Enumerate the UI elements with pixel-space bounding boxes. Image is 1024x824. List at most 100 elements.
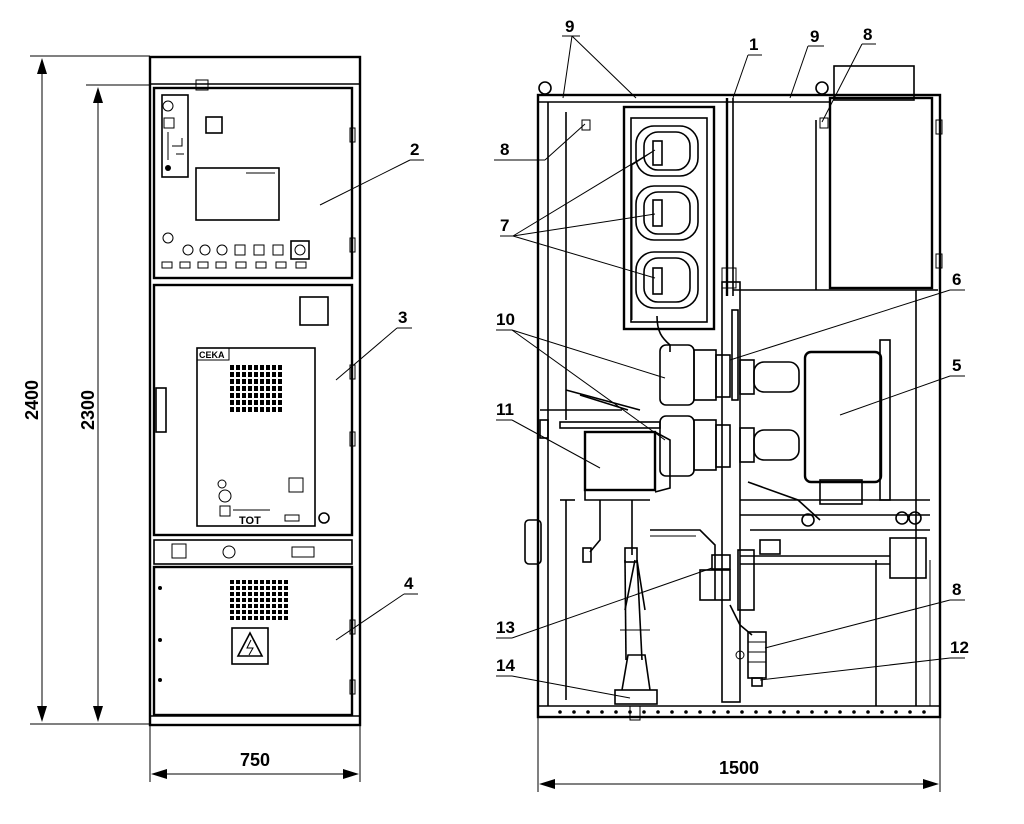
vent-slot: [236, 393, 240, 398]
vent-slot: [254, 400, 258, 405]
vent-slot: [272, 393, 276, 398]
dim-1500-label: 1500: [719, 758, 759, 778]
vent-slot: [248, 598, 252, 602]
front-cabinet-outline: [148, 55, 362, 727]
vent-slot: [230, 604, 234, 608]
vent-slot: [266, 365, 270, 370]
floor-bolt: [600, 710, 604, 714]
floor-bolt: [810, 710, 814, 714]
breaker-front-panel: [196, 347, 316, 527]
vent-slot: [266, 580, 270, 584]
floor-bolt: [656, 710, 660, 714]
vent-slot: [236, 365, 240, 370]
vent-slot: [266, 379, 270, 384]
floor-bolt: [740, 710, 744, 714]
vent-slot: [266, 386, 270, 391]
vent-slot: [236, 604, 240, 608]
vent-slot: [248, 616, 252, 620]
vent-slot: [248, 379, 252, 384]
vent-slot: [242, 365, 246, 370]
vent-slot: [230, 598, 234, 602]
relay-box: [828, 96, 934, 290]
callout-labels: 1 9 9 8 8 7 6 10 5 11 13 8 12 14 2 3 4: [398, 17, 969, 675]
callout-9-right: 9: [810, 27, 819, 46]
side-section-view: 1500: [319, 17, 969, 792]
vent-slot: [272, 400, 276, 405]
vent-slot: [242, 379, 246, 384]
floor-bolt: [852, 710, 856, 714]
callout-14: 14: [496, 656, 515, 675]
vent-slot: [254, 407, 258, 412]
vent-slot: [248, 592, 252, 596]
vent-slot: [260, 379, 264, 384]
floor-bolt: [782, 710, 786, 714]
vent-slot: [260, 580, 264, 584]
vent-slot: [260, 586, 264, 590]
vent-slot: [242, 580, 246, 584]
relay-display-window: [195, 167, 280, 221]
vent-slot: [236, 400, 240, 405]
vent-slot: [278, 393, 282, 398]
vent-slot: [260, 604, 264, 608]
vent-slot: [254, 580, 258, 584]
vent-slot: [284, 592, 288, 596]
vent-slot: [278, 365, 282, 370]
vent-slot: [248, 580, 252, 584]
vent-slot: [266, 598, 270, 602]
vent-slot: [272, 586, 276, 590]
callout-13: 13: [496, 618, 515, 637]
vent-slot: [254, 372, 258, 377]
cables: [582, 500, 716, 661]
vent-grille-upper: [230, 365, 282, 412]
vent-slot: [230, 616, 234, 620]
vent-slot: [284, 586, 288, 590]
vent-slot: [230, 393, 234, 398]
vent-slot: [242, 400, 246, 405]
vent-slot: [284, 616, 288, 620]
vent-slot: [230, 580, 234, 584]
vent-slot: [248, 407, 252, 412]
vent-slot: [242, 407, 246, 412]
floor-bolt: [572, 710, 576, 714]
vent-slot: [272, 604, 276, 608]
spouts: [659, 344, 731, 477]
vent-grille-lower: [230, 580, 288, 620]
vent-slot: [230, 610, 234, 614]
busbars: [635, 125, 699, 309]
vent-slot: [260, 365, 264, 370]
callout-11: 11: [496, 400, 514, 419]
floor-bolt: [838, 710, 842, 714]
callout-7: 7: [500, 216, 509, 235]
vent-slot: [278, 400, 282, 405]
vent-slot: [272, 580, 276, 584]
vent-slot: [242, 604, 246, 608]
dim-frame-height: 2300: [78, 84, 150, 722]
vent-slot: [260, 407, 264, 412]
vent-slot: [248, 386, 252, 391]
vent-slot: [254, 610, 258, 614]
voltage-transformer: [699, 549, 767, 687]
vent-slot: [248, 372, 252, 377]
vent-slot: [284, 598, 288, 602]
vent-slot: [236, 592, 240, 596]
vent-slot: [230, 379, 234, 384]
vent-slot: [236, 598, 240, 602]
vent-slot: [242, 386, 246, 391]
vent-slot: [230, 372, 234, 377]
vent-slot: [272, 379, 276, 384]
callout-8-left: 8: [500, 140, 509, 159]
floor-bolt: [894, 710, 898, 714]
floor-bolt: [628, 710, 632, 714]
vent-slot: [278, 616, 282, 620]
busbar-compartment: [622, 105, 716, 331]
vent-slot: [278, 580, 282, 584]
vent-slot: [242, 586, 246, 590]
vent-slot: [260, 393, 264, 398]
dim-side-depth: 1500: [537, 718, 941, 792]
vent-slot: [248, 393, 252, 398]
vent-slot: [266, 586, 270, 590]
floor-bolt: [866, 710, 870, 714]
lifting-eye-left: [538, 81, 552, 95]
floor-bolt: [712, 710, 716, 714]
relay-control-buttons: [161, 232, 310, 269]
